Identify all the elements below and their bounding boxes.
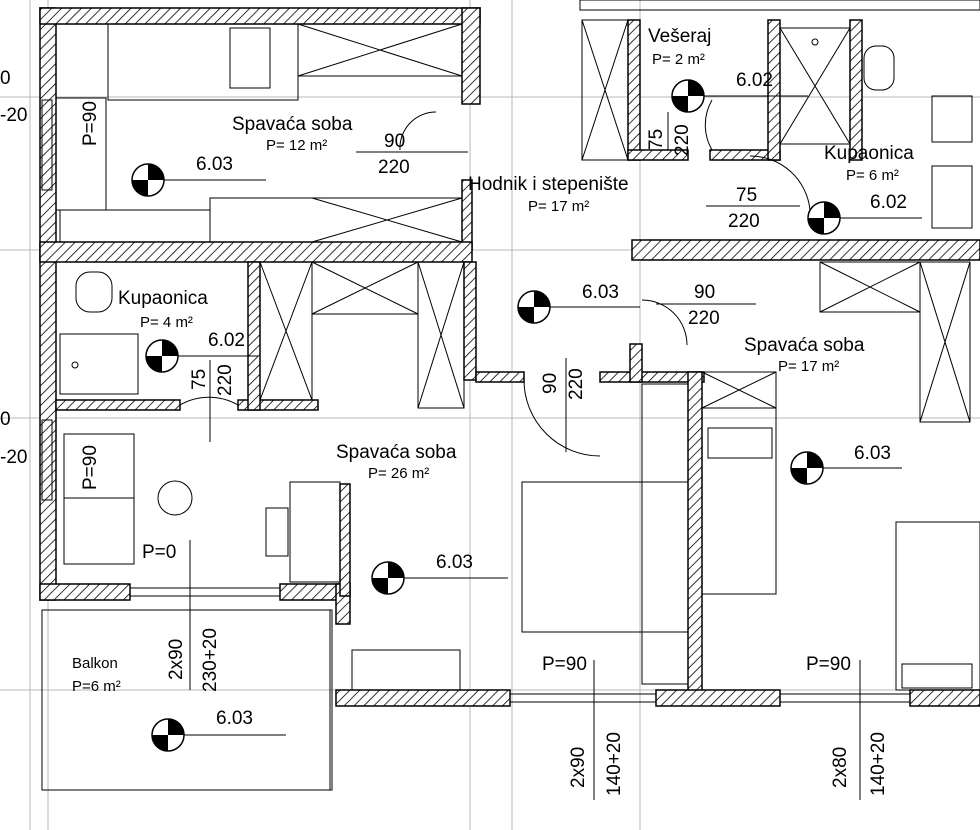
level-value-balcony: 6.03: [216, 708, 253, 729]
level-value-bedroom-2: 6.03: [436, 552, 473, 573]
walls: [39, 0, 980, 707]
room-name-balcony: Balkon: [72, 655, 118, 672]
door-height-bedroom-3: 220: [688, 308, 720, 329]
window-height-balcony-door: 230+20: [200, 628, 221, 692]
room-area-hallway: P= 17 m²: [528, 198, 589, 215]
room-area-bedroom-3: P= 17 m²: [778, 358, 839, 375]
room-name-bathroom-2: Kupaonica: [824, 143, 914, 164]
door-width-bath-2: 75: [736, 185, 757, 206]
edge-fragment-mid: 0: [0, 409, 11, 430]
door-height-laundry: 220: [672, 124, 693, 156]
door-width-bedroom-3: 90: [694, 282, 715, 303]
level-marker-lvl-balcony: [151, 718, 286, 752]
window-height-bottom-right: 140+20: [868, 732, 889, 796]
window-sill-bedroom-1: P=90: [80, 101, 101, 146]
windows: [41, 99, 911, 703]
level-marker-lvl-laundry: [671, 79, 808, 113]
door-swings: [179, 99, 811, 457]
edge-fragment-top: 0: [0, 68, 11, 89]
room-name-bedroom-3: Spavaća soba: [744, 335, 865, 356]
room-area-balcony: P=6 m²: [72, 678, 121, 695]
door-width-bedroom-2: 90: [540, 373, 561, 394]
edge-fragment-mid-20: -20: [0, 447, 27, 468]
door-width-laundry: 75: [646, 129, 667, 150]
level-value-bedroom-3: 6.03: [854, 443, 891, 464]
door-height-bath-1: 220: [215, 364, 236, 396]
level-value-bedroom-1: 6.03: [196, 154, 233, 175]
dimension-lines: [189, 112, 861, 800]
furniture: [41, 19, 980, 791]
window-sill-bedroom-2-left: P=90: [80, 445, 101, 490]
window-size-bottom-mid: 2x90: [568, 747, 589, 788]
edge-fragment-top-20: -20: [0, 105, 27, 126]
level-marker-lvl-bedroom-1: [131, 163, 266, 197]
level-value-bath-1: 6.02: [208, 330, 245, 351]
window-sill-balcony-door: P=0: [142, 542, 176, 563]
room-area-bathroom-2: P= 6 m²: [846, 167, 899, 184]
level-value-laundry: 6.02: [736, 70, 773, 91]
door-height-bedroom-2: 220: [566, 368, 587, 400]
window-size-bottom-right: 2x80: [830, 747, 851, 788]
level-marker-lvl-hall: [517, 290, 640, 324]
level-marker-lvl-bedroom-2: [371, 561, 508, 595]
room-name-hallway: Hodnik i stepenište: [468, 174, 629, 195]
room-area-bedroom-1: P= 12 m²: [266, 137, 327, 154]
level-value-bath-2: 6.02: [870, 192, 907, 213]
room-area-bathroom-1: P= 4 m²: [140, 314, 193, 331]
level-marker-lvl-bath-1: [145, 339, 258, 373]
room-area-laundry: P= 2 m²: [652, 51, 705, 68]
room-name-bedroom-1: Spavaća soba: [232, 114, 353, 135]
window-sill-bedroom-3: P=90: [806, 654, 851, 675]
room-name-bathroom-1: Kupaonica: [118, 288, 208, 309]
door-height-bedroom-1: 220: [378, 157, 410, 178]
room-area-bedroom-2: P= 26 m²: [368, 465, 429, 482]
level-marker-lvl-bath-2: [807, 201, 922, 235]
window-size-balcony-door: 2x90: [166, 639, 187, 680]
door-height-bath-2: 220: [728, 211, 760, 232]
room-name-bedroom-2: Spavaća soba: [336, 442, 457, 463]
door-width-bath-1: 75: [189, 369, 210, 390]
window-height-bottom-mid: 140+20: [604, 732, 625, 796]
window-sill-bedroom-2-right: P=90: [542, 654, 587, 675]
level-marker-lvl-bedroom-3: [790, 451, 902, 485]
room-name-laundry: Vešeraj: [648, 26, 711, 47]
door-width-bedroom-1: 90: [384, 131, 405, 152]
level-value-hall: 6.03: [582, 282, 619, 303]
